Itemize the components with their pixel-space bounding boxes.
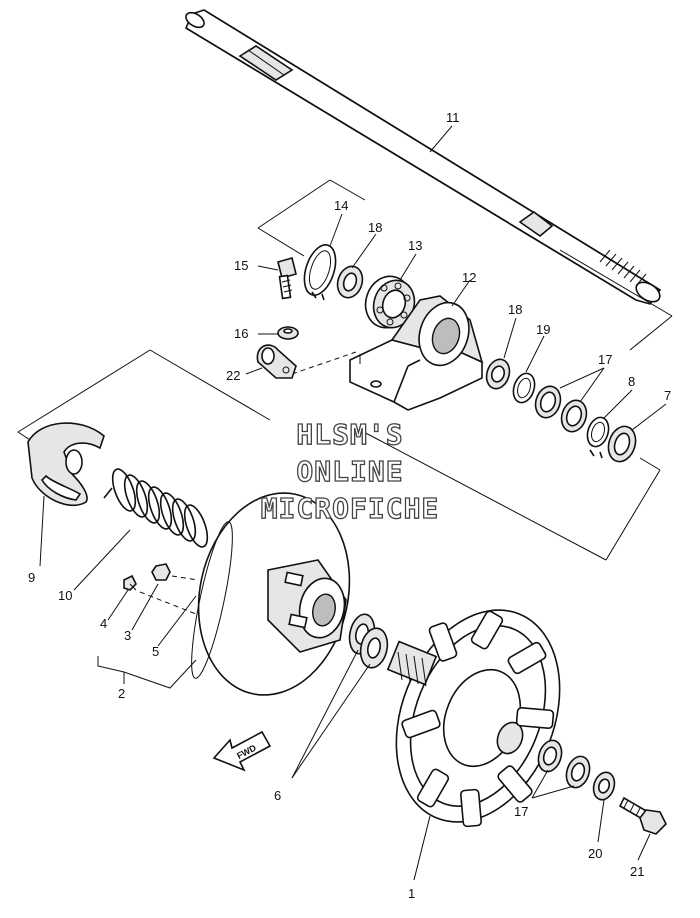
part-16-nut	[277, 326, 299, 340]
callout-10: 10	[58, 588, 72, 603]
leader-lines	[39, 125, 667, 881]
part-13-bearing	[364, 275, 416, 329]
part-10-spring	[103, 468, 209, 548]
part-5-movable-sheave	[191, 492, 351, 696]
part-18-washer-lower	[485, 358, 511, 390]
callout-1: 1	[408, 886, 415, 901]
phantom-frame-upper	[17, 179, 673, 561]
part-12-bearing-housing	[349, 295, 484, 411]
callout-18-lower: 18	[508, 302, 522, 317]
callout-21: 21	[630, 864, 644, 879]
callout-4: 4	[100, 616, 107, 631]
watermark-line-2: ONLINE	[296, 454, 404, 488]
callout-2: 2	[118, 686, 125, 701]
part-19-circlip	[512, 372, 536, 404]
part-3-nut	[151, 563, 171, 581]
callout-11: 11	[446, 110, 460, 125]
callout-15: 15	[234, 258, 248, 273]
callout-9: 9	[28, 570, 35, 585]
callout-3: 3	[124, 628, 131, 643]
watermark-line-3: MICROFICHE	[260, 491, 440, 525]
part-14-circlip	[303, 244, 337, 301]
callout-6: 6	[274, 788, 281, 803]
forward-arrow-icon: FWD	[212, 730, 272, 772]
part-18-washer-upper	[336, 265, 364, 299]
part-7-washer	[607, 425, 637, 463]
callout-17-upper: 17	[598, 352, 612, 367]
callout-labels: 11 14 18 13 15 12 18 16 19 17 22 8 7 9 1…	[28, 110, 671, 901]
part-6-spacers	[348, 613, 389, 669]
callout-17-lower: 17	[514, 804, 528, 819]
part-4-bolt	[123, 574, 137, 591]
callout-8: 8	[628, 374, 635, 389]
callout-16: 16	[234, 326, 248, 341]
callout-5: 5	[152, 644, 159, 659]
callout-19: 19	[536, 322, 550, 337]
callout-7: 7	[664, 388, 671, 403]
part-8-circlip	[586, 416, 610, 459]
part-1-fixed-sheave	[386, 609, 561, 828]
sheave-window-slots	[401, 610, 555, 828]
part-20-washer	[592, 771, 616, 801]
part-9-spring-seat	[27, 422, 105, 507]
part-22-clamp	[256, 344, 297, 379]
part-21-bolt	[618, 796, 667, 835]
part-17-washers-upper	[534, 385, 588, 433]
callout-14: 14	[334, 198, 348, 213]
callout-20: 20	[588, 846, 602, 861]
part-15-bolt	[277, 257, 297, 300]
callout-22: 22	[226, 368, 240, 383]
part-11-shaft	[184, 9, 662, 305]
watermark-line-1: HLSM'S	[296, 417, 404, 451]
fastener-axis-line-2	[139, 591, 197, 615]
callout-12: 12	[462, 270, 476, 285]
callout-18-upper: 18	[368, 220, 382, 235]
fastener-axis-line	[171, 575, 199, 581]
callout-13: 13	[408, 238, 422, 253]
part-17-washers-lower	[537, 739, 591, 789]
